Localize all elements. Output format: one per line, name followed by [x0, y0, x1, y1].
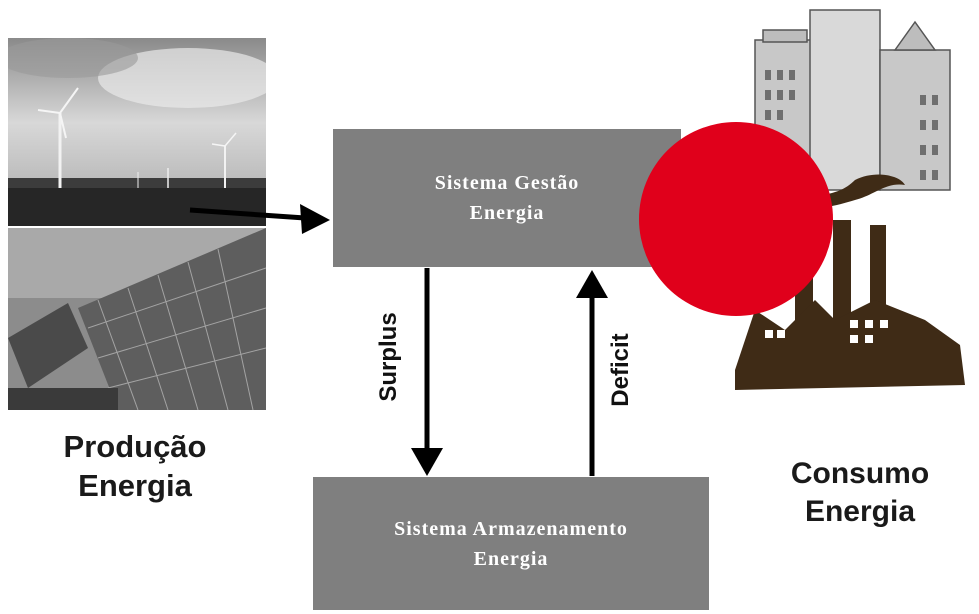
production-label-line1: Produção [63, 429, 207, 464]
production-label: Produção Energia [10, 428, 260, 506]
solar-panel-photo [8, 228, 266, 410]
production-to-management-arrow [189, 204, 330, 234]
consumption-label: Consumo Energia [760, 455, 960, 530]
surplus-label: Surplus [375, 312, 402, 402]
wind-turbine-photo [8, 38, 266, 226]
storage-box-line2: Energia [473, 547, 549, 570]
storage-system-box: Sistema Armazenamento Energia [313, 477, 709, 610]
production-label-line2: Energia [78, 467, 192, 503]
deficit-label: Deficit [607, 333, 634, 407]
surplus-arrow [411, 268, 443, 476]
consumption-label-line1: Consumo [790, 457, 930, 490]
red-marker-circle [639, 122, 833, 316]
deficit-arrow [576, 270, 608, 476]
management-box-line2: Energia [469, 202, 545, 224]
storage-box-line1: Sistema Armazenamento [394, 517, 628, 540]
management-system-box: Sistema Gestão Energia [333, 129, 681, 267]
consumption-label-line2: Energia [804, 494, 916, 528]
management-box-line1: Sistema Gestão [434, 172, 580, 194]
